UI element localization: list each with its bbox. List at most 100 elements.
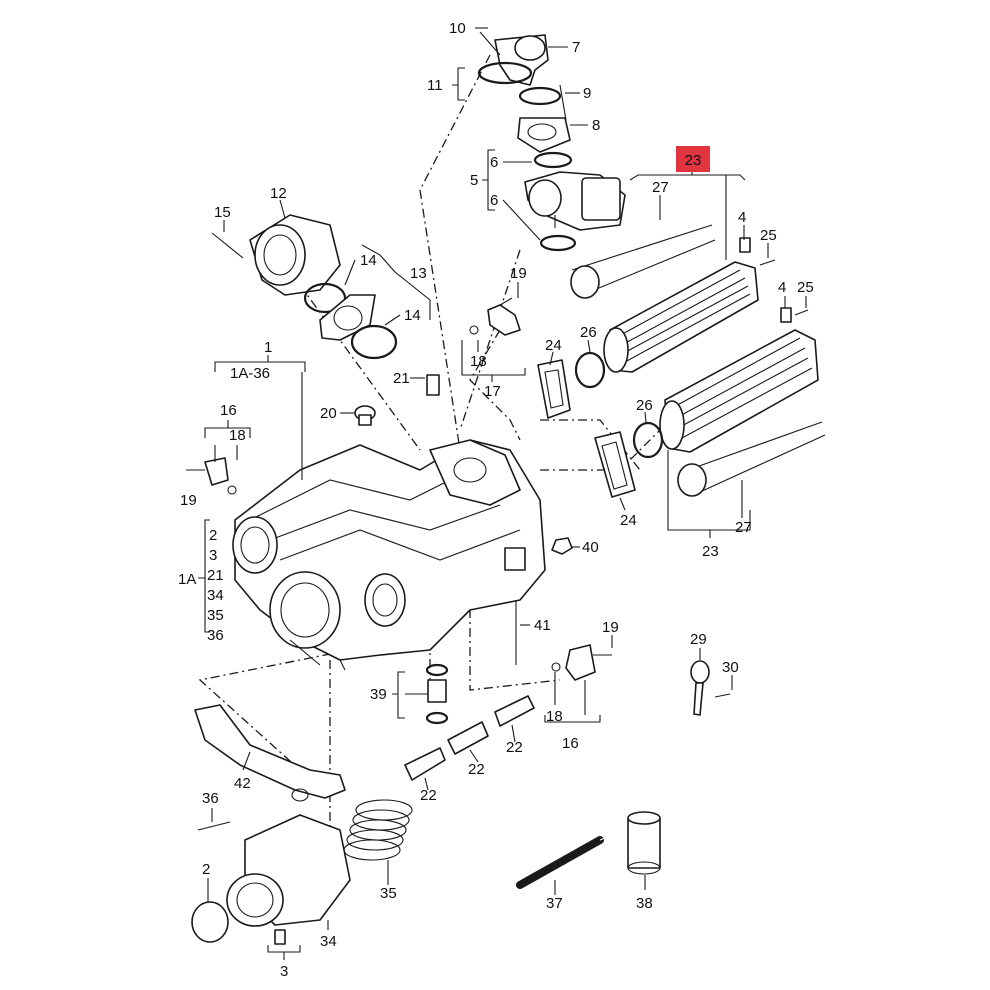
label-26-upper: 26	[580, 324, 597, 341]
label-22-b: 22	[468, 761, 485, 778]
label-18-upper: 18	[470, 353, 487, 370]
leaders	[198, 27, 807, 960]
label-27-upper: 27	[652, 179, 669, 196]
supercharger-housing	[232, 439, 546, 671]
pipe-42	[194, 704, 346, 802]
bolt-15	[211, 232, 244, 259]
label-23-lower: 23	[702, 543, 719, 560]
label-4-upper: 4	[738, 209, 746, 226]
fitting-21	[426, 374, 440, 396]
o-ring-6-bottom	[539, 234, 577, 252]
label-9: 9	[583, 85, 591, 102]
throttle-body-5	[524, 171, 626, 231]
label-6-bottom: 6	[490, 192, 498, 209]
label-20: 20	[320, 405, 337, 422]
label-17: 17	[484, 383, 501, 400]
labels: 23 10 7 11 9 8 6 5 6 12 15 14 13 14 27 4…	[178, 20, 814, 980]
label-16-right: 16	[562, 735, 579, 752]
label-11: 11	[427, 77, 443, 94]
label-6-top: 6	[490, 154, 498, 171]
plug-20	[354, 405, 376, 426]
sensor-17	[469, 304, 521, 336]
gasket-22-b	[447, 721, 489, 755]
can-38	[627, 811, 661, 875]
label-21-upper: 21	[393, 370, 410, 387]
label-15: 15	[214, 204, 231, 221]
o-ring-6-top	[533, 151, 573, 169]
seal-26-upper	[574, 351, 606, 389]
fitting-39	[425, 663, 449, 725]
label-22-c: 22	[506, 739, 523, 756]
bolt-30	[714, 693, 731, 698]
bracket-29	[690, 660, 710, 716]
intake-elbow	[479, 31, 549, 86]
spring-35	[343, 799, 413, 861]
label-7: 7	[572, 39, 580, 56]
seal-ring-11	[477, 61, 533, 85]
label-3-lower: 3	[280, 963, 288, 980]
label-list-3: 3	[209, 547, 217, 564]
sensor-16-left	[186, 457, 237, 495]
connector-13	[319, 294, 376, 341]
label-10: 10	[449, 20, 466, 37]
seal-14-upper	[303, 282, 347, 314]
label-22-a: 22	[420, 787, 437, 804]
label-2-lower: 2	[202, 861, 210, 878]
bolt-4-lower	[780, 307, 792, 323]
bolt-36	[197, 821, 231, 831]
bolt-9	[559, 84, 567, 121]
label-40: 40	[582, 539, 599, 556]
bolt-4-upper	[739, 237, 751, 253]
label-16-left: 16	[220, 402, 237, 419]
label-14-lower: 14	[404, 307, 421, 324]
label-26-lower: 26	[636, 397, 653, 414]
label-list-36: 36	[207, 627, 224, 644]
cooler-lower	[659, 329, 819, 453]
label-24-lower: 24	[620, 512, 637, 529]
gasket-24-lower	[594, 431, 636, 498]
label-34-lower: 34	[320, 933, 337, 950]
flange-8	[517, 117, 571, 153]
cooler-upper	[603, 261, 759, 373]
bolt-19-upper	[499, 297, 513, 306]
label-37: 37	[546, 895, 563, 912]
bolt-25-lower	[794, 309, 809, 316]
bolt-3	[274, 929, 286, 945]
label-list-2: 2	[209, 527, 217, 544]
label-13: 13	[410, 265, 427, 282]
label-1A-36: 1A-36	[230, 365, 270, 382]
highlight-box	[676, 146, 710, 172]
label-8: 8	[592, 117, 600, 134]
label-25-upper: 25	[760, 227, 777, 244]
label-5: 5	[470, 172, 478, 189]
label-36-lower: 36	[202, 790, 219, 807]
label-list-35: 35	[207, 607, 224, 624]
housing-34	[226, 814, 351, 927]
label-12: 12	[270, 185, 287, 202]
label-19-left: 19	[180, 492, 197, 509]
gasket-22-a	[404, 747, 446, 781]
label-19-right: 19	[602, 619, 619, 636]
label-list-34: 34	[207, 587, 224, 604]
tube-27-upper	[570, 224, 716, 299]
seal-14-lower	[350, 324, 398, 360]
label-14-upper: 14	[360, 252, 377, 269]
label-25-lower: 25	[797, 279, 814, 296]
adapter-12	[249, 214, 341, 296]
label-38: 38	[636, 895, 653, 912]
nut-40	[551, 537, 573, 555]
label-19-upper: 19	[510, 265, 527, 282]
label-24-upper: 24	[545, 337, 562, 354]
label-27-lower: 27	[735, 519, 752, 536]
label-1A: 1A	[178, 571, 196, 588]
gasket-24-upper	[537, 359, 571, 419]
label-42: 42	[234, 775, 251, 792]
label-41: 41	[534, 617, 551, 634]
label-39: 39	[370, 686, 387, 703]
cover-2	[191, 901, 229, 943]
label-1: 1	[264, 339, 272, 356]
label-30: 30	[722, 659, 739, 676]
label-4-lower: 4	[778, 279, 786, 296]
